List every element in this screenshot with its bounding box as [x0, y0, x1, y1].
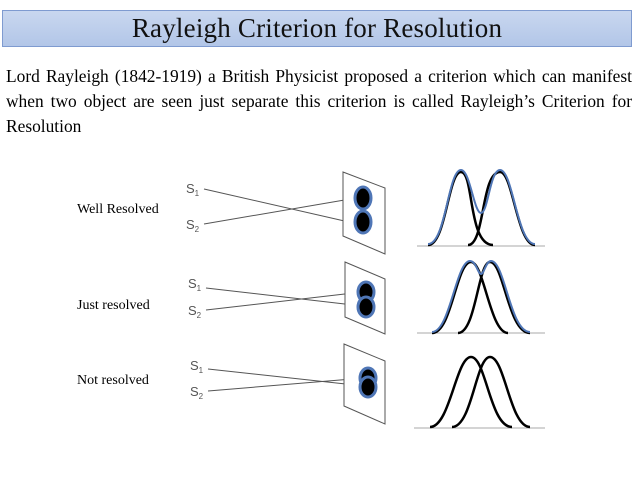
ray-line — [205, 291, 363, 311]
source-1-label: S1 — [188, 276, 202, 293]
image-spot — [353, 185, 373, 211]
title-banner: Rayleigh Criterion for Resolution — [2, 10, 632, 47]
intensity-curve-1 — [429, 355, 513, 429]
sum-curve — [427, 168, 536, 245]
row-label-well-resolved: Well Resolved — [77, 202, 159, 217]
row-not-resolved — [207, 343, 386, 425]
image-spot — [356, 295, 376, 319]
row-label-just-resolved: Just resolved — [77, 298, 150, 313]
image-spot — [358, 375, 378, 399]
ray-line — [205, 287, 363, 307]
row-label-not-resolved: Not resolved — [77, 373, 149, 388]
image-spot — [353, 209, 373, 235]
source-2-label: S2 — [186, 217, 200, 234]
intensity-curve-2 — [451, 355, 531, 429]
ray-line — [203, 188, 363, 226]
ray-line — [207, 368, 365, 387]
slide-title: Rayleigh Criterion for Resolution — [131, 13, 503, 43]
source-2-label: S2 — [190, 384, 204, 401]
source-1-label: S1 — [186, 181, 200, 198]
intro-paragraph: Lord Rayleigh (1842-1919) a British Phys… — [6, 66, 632, 136]
source-2-label: S2 — [188, 303, 202, 320]
source-1-label: S1 — [190, 358, 204, 375]
sum-curve — [431, 259, 531, 333]
ray-line — [207, 377, 365, 392]
ray-line — [203, 196, 363, 225]
